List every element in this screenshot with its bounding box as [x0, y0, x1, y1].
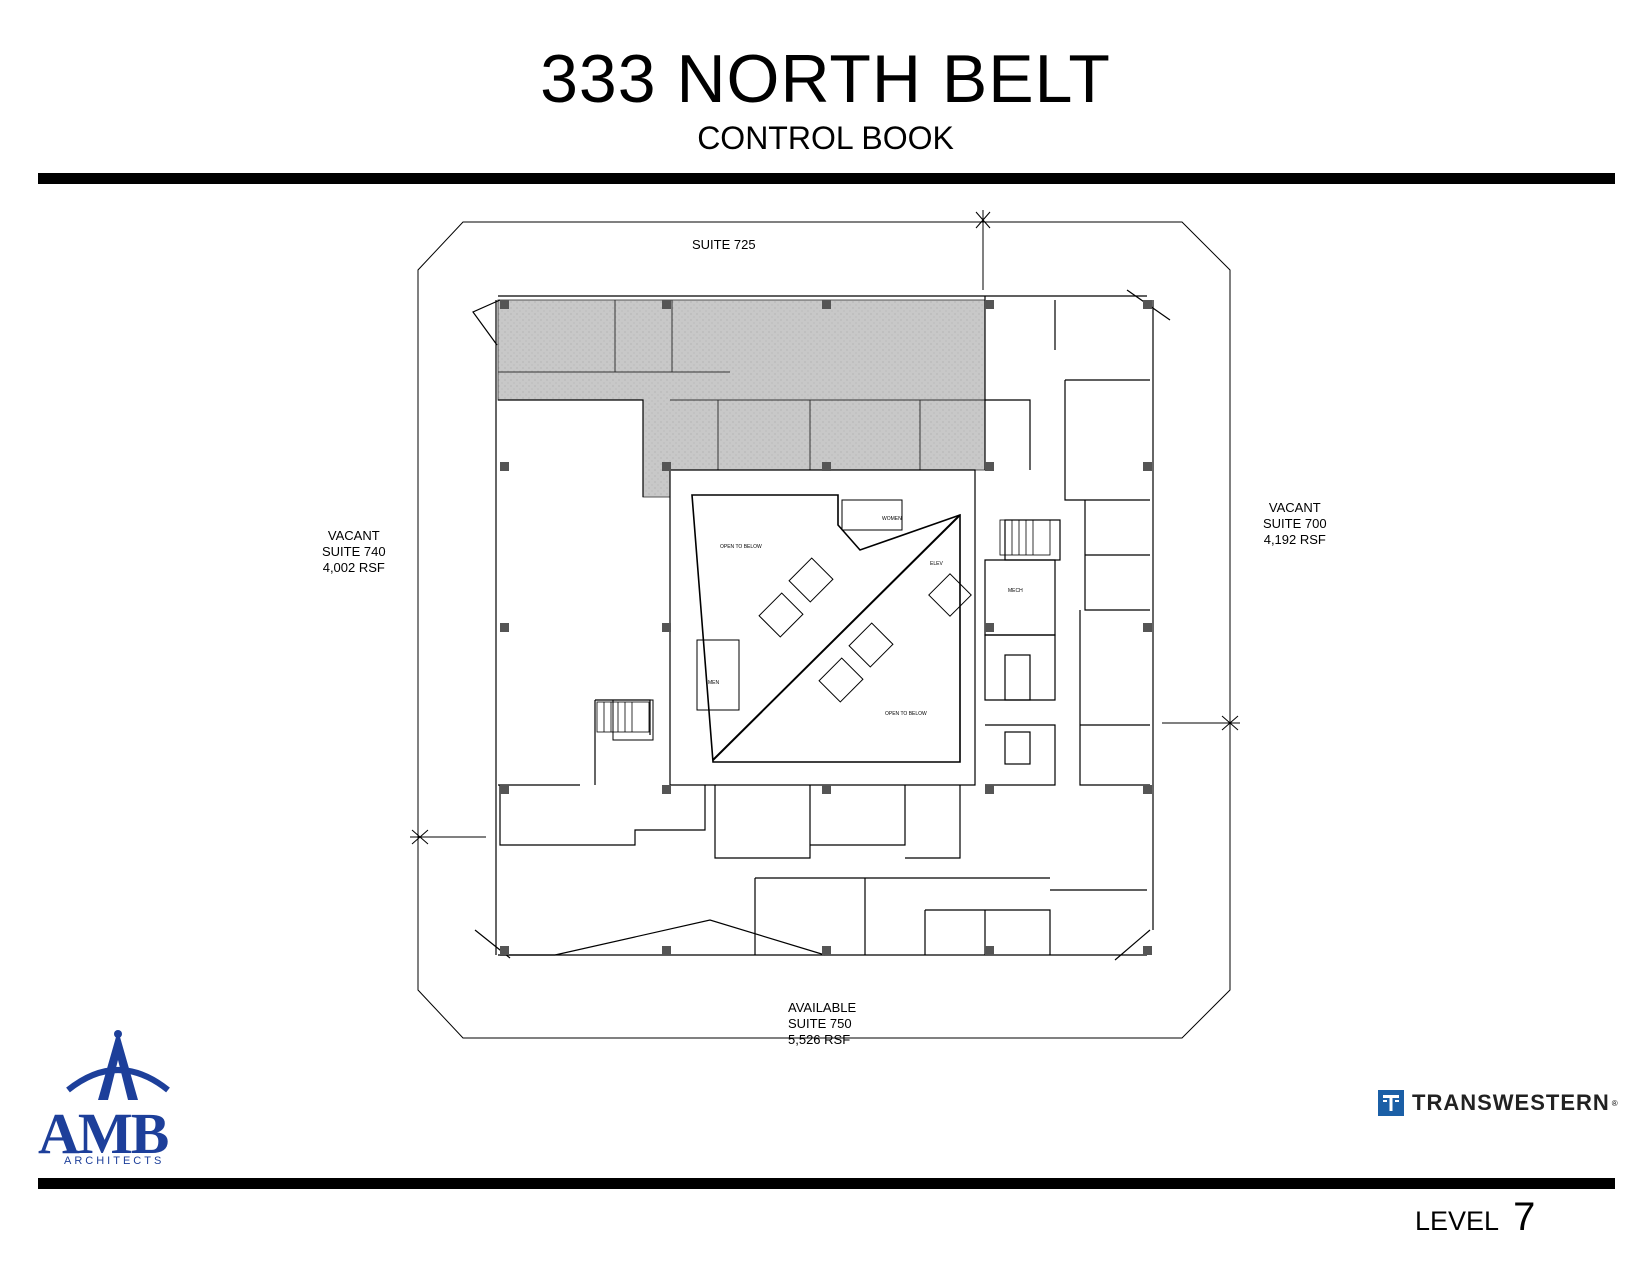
- transwestern-logo-text: TRANSWESTERN: [1412, 1090, 1610, 1115]
- suite-750-number: SUITE 750: [788, 1016, 852, 1031]
- level-indicator: LEVEL 7: [1415, 1195, 1535, 1240]
- building-outline: [417, 221, 1231, 1039]
- amb-architects-logo-icon: [66, 1030, 170, 1100]
- open-to-below-label-2: OPEN TO BELOW: [885, 711, 927, 717]
- columns: [500, 300, 1152, 955]
- level-label: LEVEL: [1415, 1206, 1500, 1236]
- suite-725-label: SUITE 725: [692, 237, 756, 252]
- east-marker: [1162, 715, 1240, 731]
- suite-725-highlight: [497, 299, 986, 498]
- level-number: 7: [1513, 1195, 1536, 1239]
- suite-740-area: 4,002 RSF: [322, 560, 385, 575]
- registered-mark: ®: [1611, 1098, 1618, 1108]
- west-marker: [410, 829, 486, 845]
- north-marker: [975, 210, 991, 290]
- elev-label: ELEV: [930, 561, 943, 567]
- elevator-cluster: [758, 557, 972, 703]
- suite-750-area: 5,526 RSF: [788, 1032, 851, 1047]
- suite-700-walls: [984, 296, 1150, 786]
- core-walls: [669, 469, 976, 786]
- suite-750-status: AVAILABLE: [788, 1000, 857, 1015]
- page-subtitle: CONTROL BOOK: [697, 120, 954, 156]
- suite-700-status: VACANT: [1268, 500, 1321, 515]
- suite-740-status: VACANT: [327, 528, 380, 543]
- mech-label: MECH: [1008, 588, 1023, 594]
- suite-740-number: SUITE 740: [322, 544, 386, 559]
- suite-700-number: SUITE 700: [1263, 516, 1327, 531]
- women-label: WOMEN: [882, 516, 902, 522]
- top-divider: [38, 173, 1615, 184]
- bottom-divider: [38, 1178, 1615, 1189]
- open-to-below-label-1: OPEN TO BELOW: [720, 544, 762, 550]
- amb-logo-text: AMB: [38, 1101, 169, 1166]
- amb-logo-subtext: ARCHITECTS: [64, 1155, 165, 1167]
- suite-740-walls: [498, 399, 706, 846]
- transwestern-t-icon: [1378, 1090, 1404, 1116]
- suite-700-area: 4,192 RSF: [1263, 532, 1326, 547]
- suite-750-walls: [500, 785, 1147, 956]
- suite-700-label: VACANT SUITE 700 4,192 RSF: [1263, 500, 1327, 548]
- restrooms: [612, 499, 903, 741]
- perimeter-walls: [472, 289, 1171, 961]
- transwestern-logo: TRANSWESTERN®: [1378, 1090, 1618, 1116]
- stairs: [596, 519, 1051, 733]
- suite-750-label: AVAILABLE SUITE 750 5,526 RSF: [788, 1000, 856, 1048]
- page-title: 333 NORTH BELT: [540, 41, 1111, 117]
- men-label: MEN: [708, 680, 720, 686]
- suite-725-partitions: [498, 300, 985, 470]
- suite-740-label: VACANT SUITE 740 4,002 RSF: [322, 528, 386, 576]
